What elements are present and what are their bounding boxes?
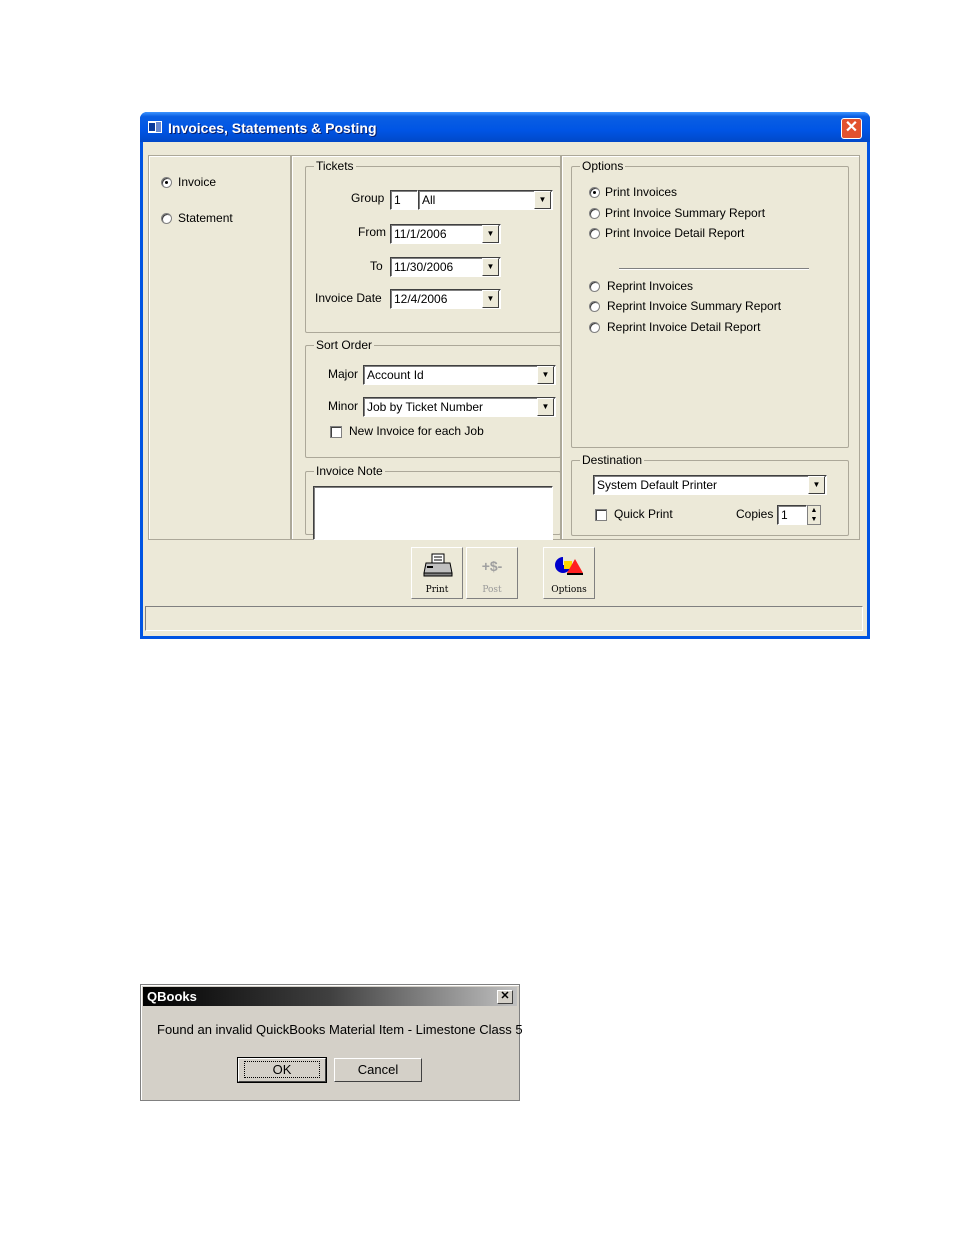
print-summary-label: Print Invoice Summary Report <box>605 206 766 220</box>
copies-field[interactable]: 1 <box>777 505 807 525</box>
from-label: From <box>358 225 386 239</box>
reprint-detail-label: Reprint Invoice Detail Report <box>607 320 761 334</box>
invoice-note-textarea[interactable] <box>313 486 553 540</box>
invoice-date-field[interactable]: 12/4/2006 <box>390 289 501 309</box>
invoice-date-dropdown-button[interactable]: ▼ <box>482 290 499 308</box>
dialog-close-button[interactable]: ✕ <box>497 990 513 1004</box>
to-date-field[interactable]: 11/30/2006 <box>390 257 501 277</box>
invoice-note-legend: Invoice Note <box>314 464 385 478</box>
window-client: Invoice Statement Tickets Group 1 All ▼ … <box>143 142 867 636</box>
print-summary-radio[interactable] <box>589 208 600 219</box>
quick-print-checkbox[interactable] <box>595 509 607 521</box>
group-label: Group <box>351 191 385 205</box>
reprint-invoices-radio[interactable] <box>589 281 600 292</box>
app-icon <box>148 121 162 133</box>
print-detail-label: Print Invoice Detail Report <box>605 226 745 240</box>
sort-order-group: Sort Order Major Account Id ▼ Minor Job … <box>305 338 561 458</box>
reprint-detail-radio[interactable] <box>589 322 600 333</box>
reprint-summary-label: Reprint Invoice Summary Report <box>607 299 782 313</box>
shapes-icon <box>555 557 583 575</box>
print-button[interactable]: Print <box>411 547 463 599</box>
copies-spinner[interactable]: ▲▼ <box>807 505 821 525</box>
group-select[interactable]: All <box>418 190 553 210</box>
post-button[interactable]: +$- Post <box>466 547 518 599</box>
group-id-field[interactable]: 1 <box>390 190 418 210</box>
reprint-invoices-label: Reprint Invoices <box>607 279 694 293</box>
statement-radio-label: Statement <box>178 211 233 225</box>
minor-label: Minor <box>328 399 359 413</box>
right-panel: Options Print Invoices Print Invoice Sum… <box>561 155 860 540</box>
middle-panel: Tickets Group 1 All ▼ From 11/1/2006 ▼ T… <box>291 155 561 540</box>
reprint-summary-radio[interactable] <box>589 301 600 312</box>
from-date-field[interactable]: 11/1/2006 <box>390 224 501 244</box>
major-sort-select[interactable]: Account Id <box>363 365 556 385</box>
new-invoice-label: New Invoice for each Job <box>349 424 484 438</box>
to-date-dropdown-button[interactable]: ▼ <box>482 258 499 276</box>
dialog-title-bar[interactable]: QBooks ✕ <box>143 987 517 1006</box>
dialog-title: QBooks <box>147 989 197 1004</box>
invoice-radio-label: Invoice <box>178 175 217 189</box>
mode-panel: Invoice Statement <box>148 155 291 540</box>
from-date-dropdown-button[interactable]: ▼ <box>482 225 499 243</box>
group-dropdown-button[interactable]: ▼ <box>534 191 551 209</box>
major-label: Major <box>328 367 359 381</box>
options-button-label: Options <box>551 585 587 595</box>
options-group: Options Print Invoices Print Invoice Sum… <box>571 159 849 448</box>
minor-sort-select[interactable]: Job by Ticket Number <box>363 397 556 417</box>
dialog-cancel-button[interactable]: Cancel <box>334 1058 422 1082</box>
major-sort-dropdown-button[interactable]: ▼ <box>537 366 554 384</box>
post-icon: +$- <box>481 558 503 574</box>
print-invoices-label: Print Invoices <box>605 185 678 199</box>
destination-group: Destination System Default Printer ▼ Qui… <box>571 453 849 536</box>
invoice-radio[interactable] <box>161 177 172 188</box>
printer-icon <box>423 553 453 577</box>
tickets-legend: Tickets <box>314 159 356 173</box>
options-button[interactable]: Options <box>543 547 595 599</box>
print-detail-radio[interactable] <box>589 228 600 239</box>
statement-radio[interactable] <box>161 213 172 224</box>
status-bar <box>145 606 863 631</box>
tickets-group: Tickets Group 1 All ▼ From 11/1/2006 ▼ T… <box>305 159 561 333</box>
post-button-label: Post <box>482 585 502 595</box>
printer-dropdown-button[interactable]: ▼ <box>808 476 825 494</box>
options-legend: Options <box>580 159 626 173</box>
invoice-date-label: Invoice Date <box>315 291 382 305</box>
dialog-ok-label: OK <box>243 1061 321 1078</box>
copies-label: Copies <box>736 507 774 521</box>
dialog-ok-button[interactable]: OK <box>237 1057 327 1083</box>
qbooks-dialog: QBooks ✕ Found an invalid QuickBooks Mat… <box>140 984 523 1101</box>
main-window: Invoices, Statements & Posting ✕ Invoice… <box>140 112 870 639</box>
sort-order-legend: Sort Order <box>314 338 375 352</box>
title-bar[interactable]: Invoices, Statements & Posting ✕ <box>140 112 870 142</box>
options-divider <box>619 268 809 270</box>
printer-select[interactable]: System Default Printer <box>593 475 827 495</box>
destination-legend: Destination <box>580 453 645 467</box>
dialog-message: Found an invalid QuickBooks Material Ite… <box>157 1022 523 1037</box>
quick-print-label: Quick Print <box>614 507 673 521</box>
invoice-note-group: Invoice Note <box>305 464 561 540</box>
close-button[interactable]: ✕ <box>841 118 862 139</box>
print-invoices-radio[interactable] <box>589 187 600 198</box>
minor-sort-dropdown-button[interactable]: ▼ <box>537 398 554 416</box>
to-label: To <box>370 259 383 273</box>
window-title: Invoices, Statements & Posting <box>168 120 377 136</box>
new-invoice-checkbox[interactable] <box>330 426 342 438</box>
print-button-label: Print <box>425 585 449 595</box>
